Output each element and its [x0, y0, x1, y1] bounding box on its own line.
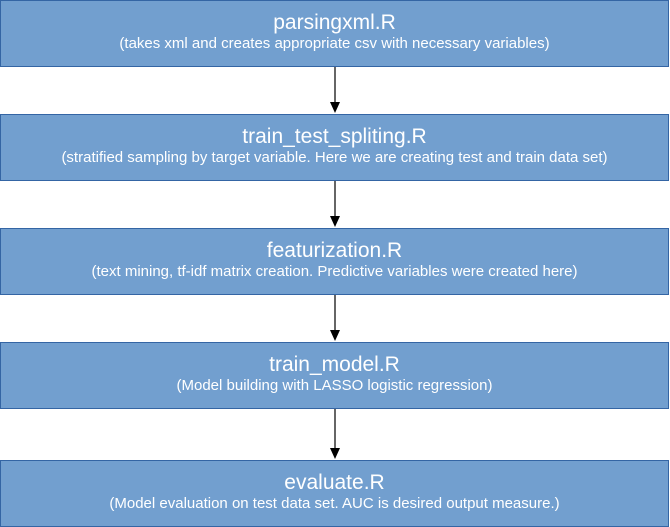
step-box-featurization: featurization.R (text mining, tf-idf mat…	[0, 228, 669, 295]
arrow-down-icon	[330, 409, 340, 459]
step-box-parsingxml: parsingxml.R (takes xml and creates appr…	[0, 0, 669, 67]
step-description: (stratified sampling by target variable.…	[61, 149, 608, 166]
step-box-train-test-spliting: train_test_spliting.R (stratified sampli…	[0, 114, 669, 181]
step-title: parsingxml.R	[273, 11, 396, 34]
step-title: train_test_spliting.R	[242, 125, 427, 148]
step-description: (Model evaluation on test data set. AUC …	[109, 495, 560, 512]
step-description: (text mining, tf-idf matrix creation. Pr…	[91, 263, 578, 280]
step-title: evaluate.R	[284, 471, 385, 494]
arrow-down-icon	[330, 295, 340, 341]
step-description: (Model building with LASSO logistic regr…	[176, 377, 493, 394]
arrow-down-icon	[330, 181, 340, 227]
step-box-evaluate: evaluate.R (Model evaluation on test dat…	[0, 460, 669, 527]
step-title: train_model.R	[269, 353, 400, 376]
step-description: (takes xml and creates appropriate csv w…	[119, 35, 550, 52]
step-box-train-model: train_model.R (Model building with LASSO…	[0, 342, 669, 409]
step-title: featurization.R	[266, 239, 403, 262]
arrow-down-icon	[330, 67, 340, 113]
